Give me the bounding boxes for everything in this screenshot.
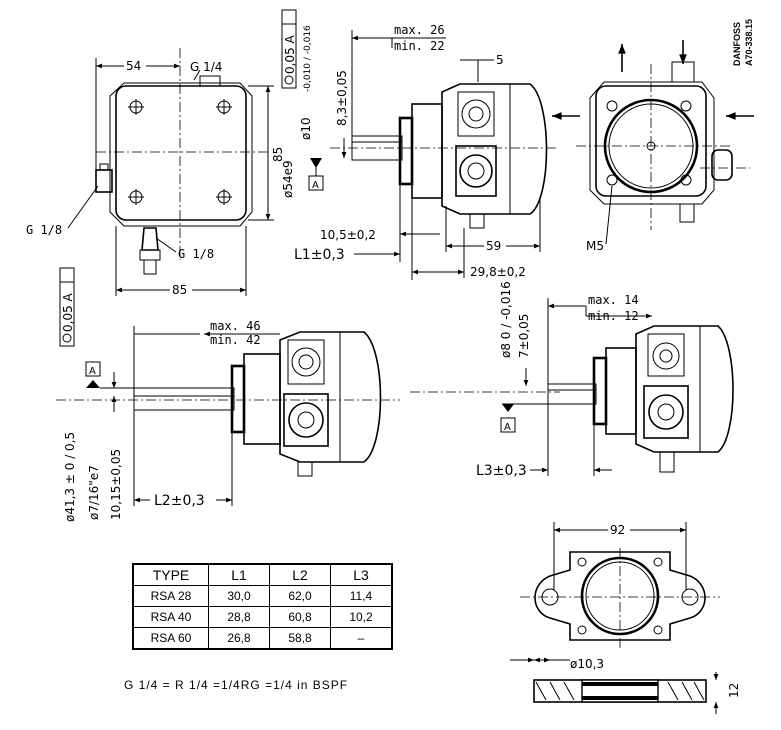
cell-l3: – (330, 627, 393, 650)
key-7-label: 7±0,05 (517, 314, 531, 358)
datum-top-label: A (312, 180, 319, 191)
header-type: TYPE (132, 563, 209, 586)
spigot-dia-label: ø54e9 (281, 160, 295, 198)
max-left-label: max. 46 (210, 319, 261, 333)
datum-left-label: A (89, 366, 96, 377)
cell-l2: 62,0 (269, 585, 331, 607)
dim-5-label: 5 (496, 53, 504, 67)
header-l2: L2 (269, 563, 331, 586)
table-row: RSA 40 28,8 60,8 10,2 (132, 606, 393, 628)
table-row: RSA 28 30,0 62,0 11,4 (132, 585, 393, 607)
port-g14-label: G 1/4 (190, 60, 222, 74)
max-right-label: max. 14 (588, 293, 639, 307)
dia-8-label: ø8 0 / -0,016 (499, 281, 513, 358)
header-l3: L3 (330, 563, 393, 586)
min-left-label: min. 42 (210, 333, 261, 347)
dim-10-15-label: 10,15±0,05 (109, 449, 123, 520)
dim-10-5-label: 10,5±0,2 (320, 228, 376, 242)
cell-l3: 11,4 (330, 585, 393, 607)
dim-l2-label: L2±0,3 (154, 493, 205, 509)
dim-92-label: 92 (610, 523, 625, 537)
cell-l1: 28,8 (208, 606, 270, 628)
side-view-long-shaft: 0,05 A A max. 46 min. 42 ø41,3 ± 0 / 0,5… (56, 267, 560, 522)
rear-view-top-right: M5 (552, 40, 754, 253)
dim-l3-label: L3±0,3 (476, 463, 527, 479)
dim-54-label: 54 (126, 59, 141, 73)
dia-shaft-top-tol-label: -0,010 / -0,016 (303, 25, 313, 92)
tol-frame-top-label: 0,05 A (283, 34, 297, 74)
key-height-top-label: 8,3±0,05 (335, 70, 349, 126)
dim-29-8-label: 29,8±0,2 (470, 265, 526, 279)
min-top-label: min. 22 (394, 39, 445, 53)
dim-l1-label: L1±0,3 (294, 247, 345, 263)
table-row: RSA 60 26,8 58,8 – (132, 627, 393, 650)
dim-59-label: 59 (486, 239, 501, 253)
side-view-top: 0,05 A ø10 -0,010 / -0,016 8,3±0,05 ø54e… (281, 9, 556, 280)
dia-10-3-label: ø10,3 (570, 657, 604, 671)
drawing-brand: DANFOSS (732, 22, 742, 66)
min-right-label: min. 12 (588, 309, 639, 323)
dim-85-vertical-label: 85 (271, 147, 285, 162)
cell-l3: 10,2 (330, 606, 393, 628)
tol-frame-left-label: 0,05 A (61, 292, 75, 332)
thread-m5-label: M5 (586, 239, 604, 253)
datum-right-label: A (504, 422, 511, 433)
header-l1: L1 (208, 563, 270, 586)
thread-equivalence-note: G 1/4 = R 1/4 =1/4RG =1/4 in BSPF (124, 678, 349, 692)
port-g18-bottom-label: G 1/8 (178, 247, 214, 261)
cell-type: RSA 28 (132, 585, 209, 607)
flange-view: 92 ø10,3 12 (510, 522, 741, 714)
dia-41-3-label: ø41,3 ± 0 / 0,5 (63, 432, 77, 522)
type-dimension-table: TYPE L1 L2 L3 RSA 28 30,0 62,0 11,4 RSA … (132, 563, 393, 650)
cell-l2: 60,8 (269, 606, 331, 628)
drawing-code: A70-338.15 (744, 19, 754, 66)
cell-l2: 58,8 (269, 627, 331, 650)
dim-12-label: 12 (727, 683, 741, 698)
cell-l1: 26,8 (208, 627, 270, 650)
dim-85-horizontal-label: 85 (172, 283, 187, 297)
max-top-label: max. 26 (394, 23, 445, 37)
cell-l1: 30,0 (208, 585, 270, 607)
dia-shaft-top-label: ø10 (299, 117, 313, 140)
dia-7-16-label: ø7/16"e7 (87, 465, 101, 520)
port-g18-left-label: G 1/8 (26, 223, 62, 237)
cell-type: RSA 60 (132, 627, 209, 650)
cell-type: RSA 40 (132, 606, 209, 628)
side-view-short-shaft: ø8 0 / -0,016 7±0,05 A max. 14 min. 12 L… (476, 281, 734, 479)
front-view-top-left: 54 G 1/4 85 G 1/8 G 1/8 85 (26, 48, 285, 297)
table-header-row: TYPE L1 L2 L3 (132, 563, 393, 586)
